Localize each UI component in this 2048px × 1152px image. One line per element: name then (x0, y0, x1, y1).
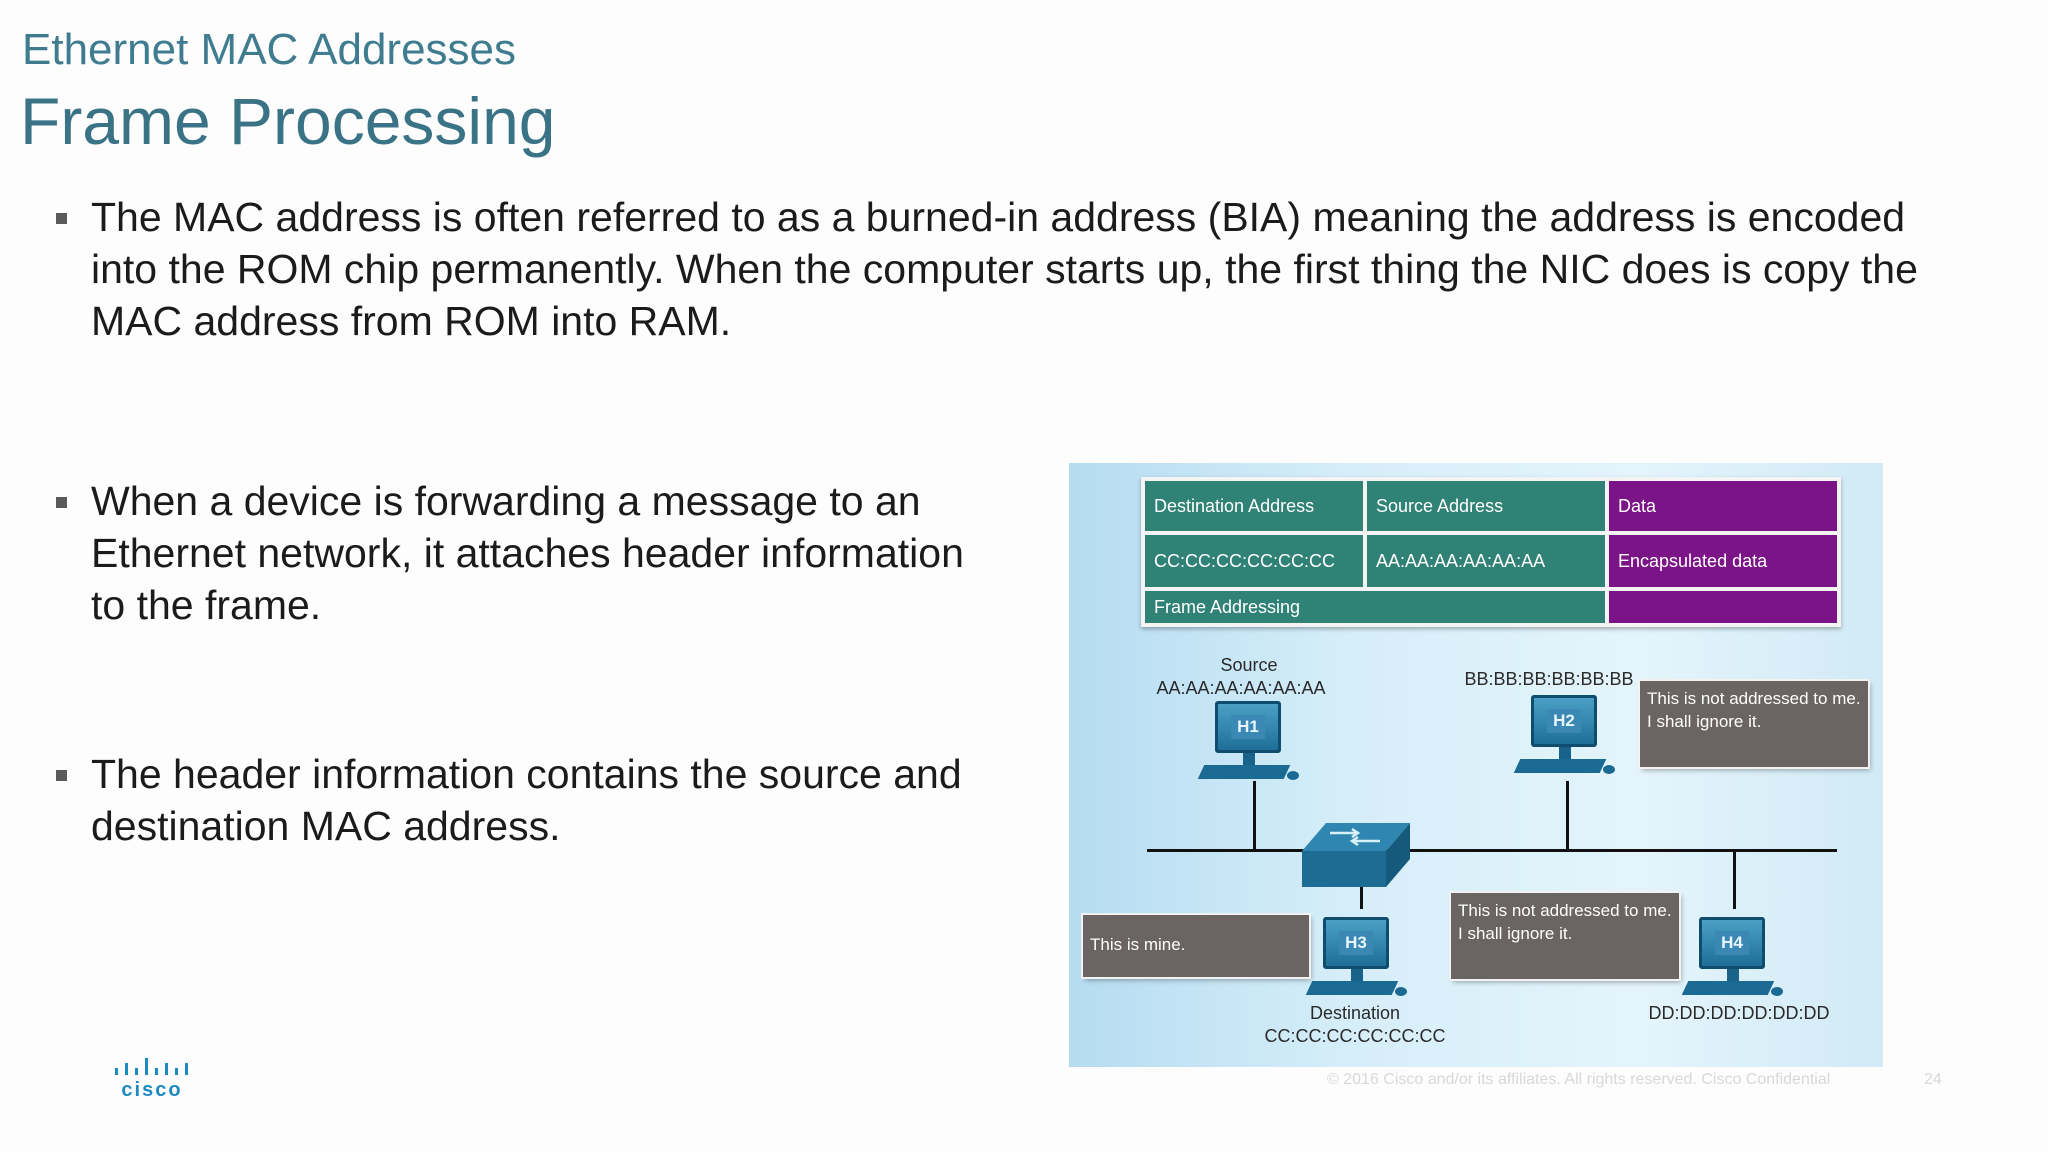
h4-callout: This is not addressed to me. I shall ign… (1451, 893, 1679, 979)
switch-icon (1302, 823, 1410, 887)
h4-keyboard (1681, 981, 1775, 995)
h1-monitor: H1 (1215, 701, 1281, 753)
h2-drop-line (1566, 781, 1569, 851)
h3-mouse (1395, 987, 1407, 996)
h3-callout: This is mine. (1083, 915, 1309, 977)
value-encapsulated-data: Encapsulated data (1609, 535, 1837, 587)
h2-stand (1559, 747, 1571, 761)
h4-stand (1727, 969, 1739, 983)
h3-stand (1351, 969, 1363, 983)
bullet-marker (56, 213, 67, 224)
h2-mouse (1603, 765, 1615, 774)
h2-computer: H2 (1513, 695, 1617, 791)
slide-title: Frame Processing (20, 84, 556, 158)
cisco-logo-bars-icon (115, 1058, 188, 1075)
value-destination-mac: CC:CC:CC:CC:CC:CC (1145, 535, 1363, 587)
header-destination-address: Destination Address (1145, 481, 1363, 531)
h2-monitor: H2 (1531, 695, 1597, 747)
h2-keyboard (1513, 759, 1607, 773)
h1-drop-line (1253, 781, 1256, 851)
h1-keyboard (1197, 765, 1291, 779)
network-bus (1147, 849, 1837, 852)
bullet-bia: The MAC address is often referred to as … (56, 191, 1976, 347)
bullet-text: When a device is forwarding a message to… (91, 478, 964, 628)
h4-mouse (1771, 987, 1783, 996)
h1-mac-label: AA:AA:AA:AA:AA:AA (1156, 678, 1326, 698)
bullet-marker (56, 770, 67, 781)
frame-addressing-label: Frame Addressing (1145, 591, 1605, 623)
frame-addressing-data-bar (1609, 591, 1837, 623)
h4-computer: H4 (1681, 917, 1785, 1013)
h2-callout: This is not addressed to me. I shall ign… (1640, 681, 1868, 767)
h4-monitor: H4 (1699, 917, 1765, 969)
h1-computer: H1 (1197, 701, 1301, 797)
frame-addressing-table: Destination Address Source Address Data … (1141, 477, 1841, 627)
footer-copyright: © 2016 Cisco and/or its affiliates. All … (1327, 1071, 1831, 1088)
h3-name: H3 (1339, 931, 1373, 955)
header-data: Data (1609, 481, 1837, 531)
h3-mac-label: CC:CC:CC:CC:CC:CC (1264, 1026, 1446, 1046)
h1-role-label: Source (1220, 655, 1278, 675)
value-source-mac: AA:AA:AA:AA:AA:AA (1367, 535, 1605, 587)
bullet-marker (56, 497, 67, 508)
bullet-text: The MAC address is often referred to as … (91, 194, 1918, 344)
h3-monitor: H3 (1323, 917, 1389, 969)
h2-mac-label: BB:BB:BB:BB:BB:BB (1464, 669, 1634, 689)
h3-keyboard (1305, 981, 1399, 995)
header-source-address: Source Address (1367, 481, 1605, 531)
bullet-text: The header information contains the sour… (91, 751, 962, 849)
cisco-logo: cisco (112, 1057, 192, 1101)
bullet-source-destination: The header information contains the sour… (56, 748, 996, 852)
h1-stand (1243, 753, 1255, 767)
frame-processing-diagram: Destination Address Source Address Data … (1069, 463, 1883, 1067)
cisco-logo-text: cisco (121, 1079, 183, 1101)
bullet-header-info: When a device is forwarding a message to… (56, 475, 996, 631)
h2-name: H2 (1547, 709, 1581, 733)
h4-name: H4 (1715, 931, 1749, 955)
h4-mac-label: DD:DD:DD:DD:DD:DD (1648, 1003, 1830, 1023)
slide-kicker: Ethernet MAC Addresses (22, 25, 517, 74)
h3-role-label: Destination (1309, 1003, 1401, 1023)
h1-name: H1 (1231, 715, 1265, 739)
page-number: 24 (1924, 1071, 1942, 1088)
h4-drop-line (1733, 849, 1736, 909)
h3-computer: H3 (1305, 917, 1409, 1013)
h1-mouse (1287, 771, 1299, 780)
